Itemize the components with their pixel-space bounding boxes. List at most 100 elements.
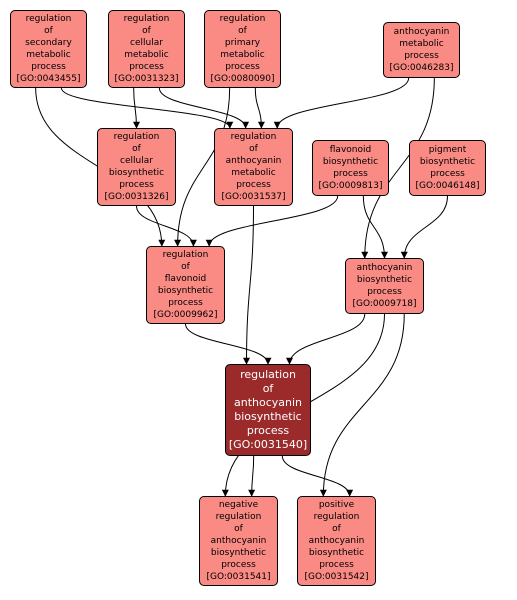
- node-label-line: [GO:0031326]: [104, 192, 169, 202]
- edge-arrow: [60, 87, 234, 129]
- edge-arrow: [361, 77, 435, 259]
- node-label-line: secondary: [25, 38, 72, 48]
- node-label-line: cellular: [120, 156, 153, 166]
- node-label-line: anthocyanin: [210, 536, 267, 546]
- edge-arrow: [174, 87, 231, 247]
- edge-arrow: [158, 87, 250, 129]
- node-label-line: regulation: [215, 512, 262, 522]
- node-label-line: metabolic: [399, 39, 444, 49]
- node-label-line: positive: [318, 500, 355, 510]
- go-term-node[interactable]: negative regulation of anthocyanin biosynthe…: [199, 496, 278, 586]
- go-term-node[interactable]: regulation of cellular biosynthetic process […: [97, 128, 176, 206]
- edge-arrow: [132, 87, 140, 129]
- node-label-line: process: [319, 560, 354, 570]
- node-label-line: metabolic: [231, 168, 276, 178]
- node-label-line: biosynthetic: [234, 410, 302, 423]
- node-label-line: process: [333, 169, 368, 179]
- node-label-line: process: [236, 180, 271, 190]
- node-label-line: biosynthetic: [210, 548, 267, 558]
- node-label-line: [GO:0031323]: [114, 74, 179, 84]
- node-label-line: process: [31, 62, 66, 72]
- edge-arrow: [136, 205, 197, 247]
- node-label-line: metabolic: [124, 50, 169, 60]
- node-label-line: anthocyanin: [308, 536, 365, 546]
- go-term-node[interactable]: regulation of cellular metabolic process [GO:…: [108, 10, 185, 88]
- node-label-line: regulation: [230, 132, 277, 142]
- node-label-line: biosynthetic: [356, 275, 413, 285]
- node-label-line: of: [234, 524, 243, 534]
- node-label-line: regulation: [240, 368, 296, 381]
- node-label-line: anthocyanin: [356, 263, 413, 273]
- node-label-line: anthocyanin: [233, 396, 303, 409]
- node-label-line: anthocyanin: [393, 27, 450, 37]
- node-label-line: [GO:0043455]: [16, 74, 81, 84]
- node-label-line: flavonoid: [164, 274, 207, 284]
- node-label-line: process: [430, 169, 465, 179]
- node-label-line: regulation: [123, 14, 170, 24]
- node-label-line: metabolic: [220, 50, 265, 60]
- node-label-line: negative: [218, 500, 259, 510]
- node-label-line: process: [404, 51, 439, 61]
- node-label-line: process: [246, 424, 290, 437]
- node-label-line: biosynthetic: [322, 157, 379, 167]
- edge-arrow: [281, 455, 354, 497]
- node-label-line: of: [181, 262, 190, 272]
- edge-arrow: [362, 195, 388, 259]
- edge-arrow: [286, 313, 366, 365]
- go-term-node[interactable]: regulation of anthocyanin metabolic process […: [214, 128, 293, 206]
- node-label-line: cellular: [130, 38, 163, 48]
- go-term-node[interactable]: pigment biosynthetic process [GO:0046148]: [409, 140, 486, 196]
- edge-arrow: [400, 195, 448, 259]
- node-label-line: process: [221, 560, 256, 570]
- node-label-line: [GO:0080090]: [210, 74, 275, 84]
- node-label-line: flavonoid: [329, 145, 372, 155]
- node-label-line: process: [367, 287, 402, 297]
- edge-arrow: [254, 87, 265, 129]
- node-label-line: pigment: [428, 145, 467, 155]
- edge-arrow: [205, 195, 339, 247]
- go-term-node[interactable]: regulation of primary metabolic process [GO:0…: [204, 10, 281, 88]
- edge-arrow: [243, 205, 254, 365]
- node-label-line: [GO:0009962]: [153, 310, 218, 320]
- node-label-line: regulation: [219, 14, 266, 24]
- edge-arrow: [273, 77, 410, 129]
- node-label-line: of: [238, 26, 247, 36]
- node-label-line: anthocyanin: [225, 156, 282, 166]
- go-term-node[interactable]: flavonoid biosynthetic process [GO:0009813]: [312, 140, 389, 196]
- edge-arrow: [185, 323, 272, 365]
- edge-layer: [35, 77, 448, 497]
- node-label-line: of: [262, 382, 274, 395]
- node-label-line: [GO:0031541]: [206, 572, 271, 582]
- node-label-line: biosynthetic: [108, 168, 165, 178]
- node-label-line: process: [225, 62, 260, 72]
- node-label-line: of: [249, 144, 258, 154]
- go-term-node[interactable]: anthocyanin metabolic process [GO:0046283]: [383, 22, 460, 78]
- node-label-line: [GO:0031542]: [304, 572, 369, 582]
- node-label-line: [GO:0031537]: [221, 192, 286, 202]
- node-label-line: regulation: [25, 14, 72, 24]
- node-label-line: [GO:0046148]: [415, 181, 480, 191]
- node-label-line: process: [119, 180, 154, 190]
- edge-arrow: [319, 313, 405, 497]
- edge-arrow: [248, 455, 256, 497]
- node-label-line: of: [132, 144, 141, 154]
- node-label-line: of: [332, 524, 341, 534]
- node-label-line: process: [168, 298, 203, 308]
- node-label-line: regulation: [113, 132, 160, 142]
- node-label-line: process: [129, 62, 164, 72]
- node-label-line: biosynthetic: [157, 286, 214, 296]
- node-label-line: [GO:0009813]: [318, 181, 383, 191]
- node-label-line: biosynthetic: [308, 548, 365, 558]
- node-label-line: primary: [224, 38, 261, 48]
- go-term-node[interactable]: regulation of flavonoid biosynthetic process…: [146, 246, 225, 324]
- node-label-line: of: [142, 26, 151, 36]
- node-label-line: biosynthetic: [419, 157, 476, 167]
- node-label-line: regulation: [162, 250, 209, 260]
- node-label-line: [GO:0046283]: [389, 63, 454, 73]
- node-label-line: [GO:0031540]: [228, 438, 308, 451]
